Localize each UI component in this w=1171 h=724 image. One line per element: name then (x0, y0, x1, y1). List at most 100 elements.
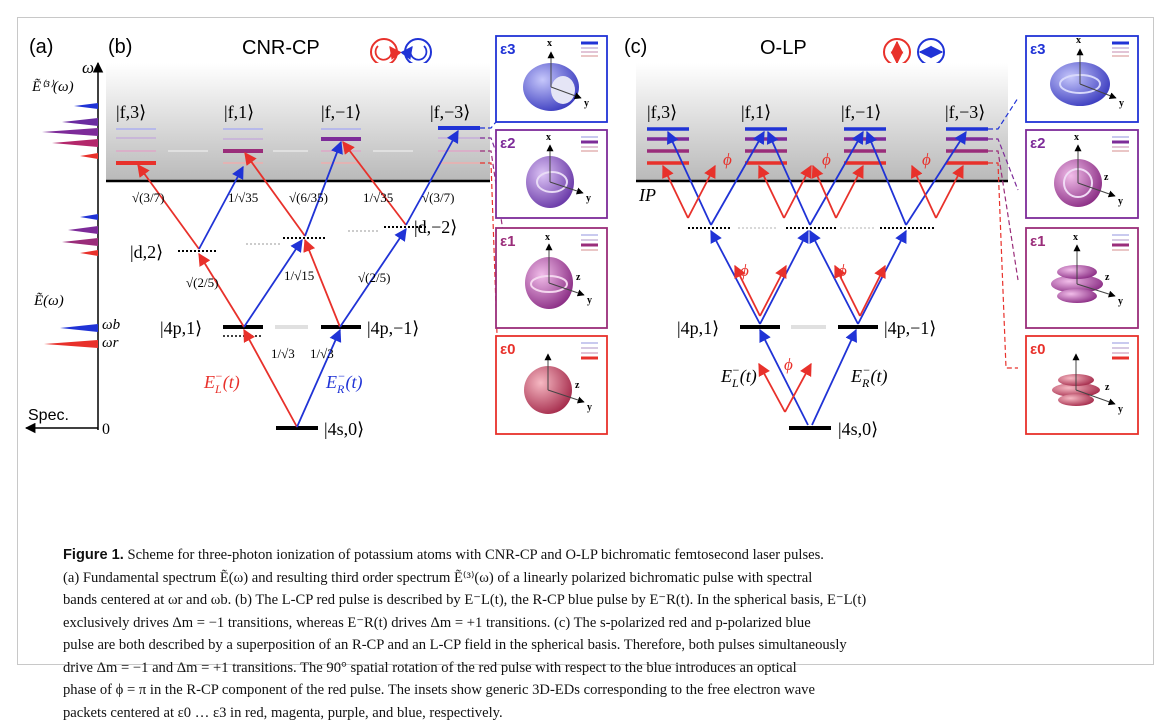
state-p1-b: |4p,1⟩ (160, 318, 202, 338)
field-er-b-main: E (325, 372, 337, 392)
inset-label-e3-c: ε3 (1030, 41, 1045, 58)
field-el-c-main: E (720, 366, 732, 386)
field-er-b: ER−(t) (325, 369, 362, 396)
field-er-b-sup: − (337, 369, 345, 383)
phi-label-3: ϕ (922, 150, 931, 169)
figure-frame: (a) ω Ẽ⁽³⁾(ω) Ẽ(ω) ωb ωr Spec. 0 (b) CNR… (17, 17, 1154, 665)
inset-axis-x-3: x (545, 232, 550, 243)
panel-b-title: CNR-CP (242, 37, 320, 59)
field-el-c-sub: L (731, 376, 739, 390)
coef-1-sqrt3-right: 1/√3 (310, 346, 334, 361)
s-polarization-icon (884, 39, 910, 65)
state-fm3-c: |f,−3⟩ (945, 102, 985, 122)
state-f3-c: |f,3⟩ (647, 102, 677, 122)
inset-axis-x-6: x (1074, 132, 1079, 143)
phi-label-1: ϕ (723, 150, 732, 169)
phi-label-6: ϕ (784, 355, 793, 374)
inset-axis-y-2: y (586, 193, 591, 204)
field-el-b-sup: − (215, 369, 223, 383)
panel-c-title: O-LP (760, 37, 807, 59)
inset-epsilon3-c: ε3 (1026, 36, 1138, 122)
e3-spectrum-label: Ẽ⁽³⁾(ω) (31, 78, 74, 95)
caption-line-2: (a) Fundamental spectrum Ẽ(ω) and result… (63, 567, 1133, 590)
figure-caption: Figure 1. Scheme for three-photon ioniza… (63, 544, 1133, 724)
state-s0-c: |4s,0⟩ (838, 419, 878, 439)
inset-label-e1-c: ε1 (1030, 233, 1045, 250)
omega-axis-label: ω (82, 58, 94, 77)
state-f3-b: |f,3⟩ (116, 102, 146, 122)
inset-epsilon2-b: ε2 (496, 130, 607, 218)
caption-line-4: exclusively drives Δm = −1 transitions, … (63, 612, 1133, 635)
inset-label-e0-b: ε0 (500, 341, 515, 358)
state-s0-b: |4s,0⟩ (324, 419, 364, 439)
coef-sqrt6-35: √(6/35) (289, 190, 328, 205)
caption-line-7: phase of ϕ = π in the R-CP component of … (63, 679, 1133, 702)
field-el-b-arg: (t) (223, 372, 240, 393)
field-er-c-sub: R (861, 376, 870, 390)
coef-sqrt3-7-right: √(3/7) (422, 190, 454, 205)
inset-axis-x-7: x (1073, 232, 1078, 243)
field-el-c: EL−(t) (720, 363, 757, 390)
state-fm1-b: |f,−1⟩ (321, 102, 361, 122)
fundamental-spectrum (44, 324, 98, 348)
inset-axis-y-1: y (584, 98, 589, 109)
inset-label-e2-b: ε2 (500, 135, 515, 152)
state-f1-c: |f,1⟩ (741, 102, 771, 122)
phi-label-4: ϕ (740, 261, 749, 280)
field-el-b-main: E (203, 372, 215, 392)
coef-1-sqrt35-right: 1/√35 (363, 190, 393, 205)
inset-axis-z-3: z (576, 272, 581, 283)
state-fm3-b: |f,−3⟩ (430, 102, 470, 122)
rcp-icon (405, 39, 431, 65)
state-pm1-b: |4p,−1⟩ (367, 318, 419, 338)
caption-line-8: packets centered at ε0 … ε3 in red, mage… (63, 702, 1133, 724)
inset-epsilon0-b: ε0 (496, 336, 607, 434)
field-el-b-sub: L (214, 382, 222, 396)
field-el-b: EL−(t) (203, 369, 240, 396)
coef-sqrt2-5-left: √(2/5) (186, 275, 218, 290)
zero-label: 0 (102, 421, 110, 438)
state-d2-b: |d,2⟩ (130, 242, 163, 262)
state-p1-c: |4p,1⟩ (677, 318, 719, 338)
inset-axis-y-4: y (587, 402, 592, 413)
inset-epsilon1-c: ε1 (1026, 228, 1138, 328)
state-f1-b: |f,1⟩ (224, 102, 254, 122)
inset-axis-x-5: x (1076, 35, 1081, 46)
phi-label-2: ϕ (822, 150, 831, 169)
field-er-c-main: E (850, 366, 862, 386)
continuum-band-b (106, 63, 490, 181)
caption-line-6: drive Δm = −1 and Δm = +1 transitions. T… (63, 657, 1133, 680)
coef-1-sqrt3-left: 1/√3 (271, 346, 295, 361)
inset-epsilon0-c: ε0 (1026, 336, 1138, 434)
field-er-b-arg: (t) (345, 372, 362, 393)
field-el-c-arg: (t) (740, 366, 757, 387)
field-er-c: ER−(t) (850, 363, 887, 390)
p-polarization-icon (918, 39, 944, 65)
inset-axis-y-5: y (1119, 98, 1124, 109)
caption-line-5: pulse are both described by a superposit… (63, 634, 1133, 657)
panel-b-label: (b) (108, 36, 132, 58)
coef-sqrt2-5-right: √(2/5) (358, 270, 390, 285)
state-dm2-b: |d,−2⟩ (414, 217, 457, 237)
caption-line-1: Figure 1. Scheme for three-photon ioniza… (63, 544, 1133, 567)
caption-line-3: bands centered at ωr and ωb. (b) The L-C… (63, 589, 1133, 612)
inset-axis-x-1: x (547, 38, 552, 49)
coef-1-sqrt15: 1/√15 (284, 268, 314, 283)
panel-a-label: (a) (29, 36, 53, 58)
field-er-b-sub: R (336, 382, 345, 396)
field-el-c-sup: − (732, 363, 740, 377)
inset-axis-z-8: z (1105, 382, 1110, 393)
inset-label-e0-c: ε0 (1030, 341, 1045, 358)
panel-c-label: (c) (624, 36, 647, 58)
inset-label-e2-c: ε2 (1030, 135, 1045, 152)
inset-axis-z-7: z (1105, 272, 1110, 283)
omega-r-label: ωr (102, 335, 119, 351)
inset-axis-x-2: x (546, 132, 551, 143)
coef-1-sqrt35-left: 1/√35 (228, 190, 258, 205)
inset-label-e1-b: ε1 (500, 233, 515, 250)
inset-axis-z-4: z (575, 380, 580, 391)
coef-sqrt3-7-left: √(3/7) (132, 190, 164, 205)
inset-epsilon1-b: ε1 (496, 228, 607, 328)
e-spectrum-label: Ẽ(ω) (33, 292, 64, 309)
inset-axis-z-6: z (1104, 172, 1109, 183)
